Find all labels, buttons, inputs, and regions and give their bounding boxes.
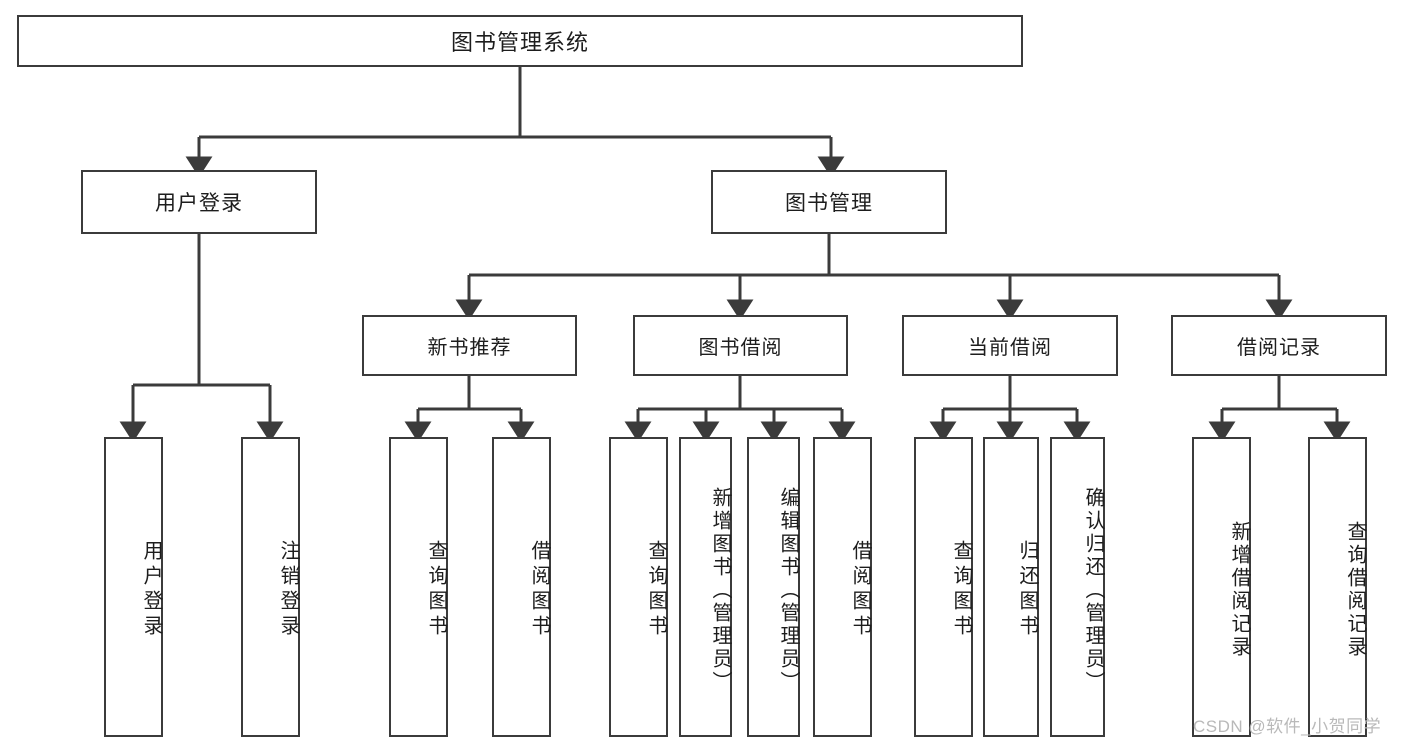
leaf-borrow-book-borrow[interactable]: 借阅图书 (813, 437, 872, 737)
leaf-return-book[interactable]: 归还图书 (983, 437, 1039, 737)
leaf-edit-book-admin[interactable]: 编辑图书（管理员） (747, 437, 800, 737)
node-new-book-rec[interactable]: 新书推荐 (362, 315, 577, 376)
node-book-borrow[interactable]: 图书借阅 (633, 315, 848, 376)
leaf-add-book-admin[interactable]: 新增图书（管理员） (679, 437, 732, 737)
leaf-query-book-new-rec[interactable]: 查询图书 (389, 437, 448, 737)
leaf-query-book-current[interactable]: 查询图书 (914, 437, 973, 737)
leaf-borrow-book-new-rec[interactable]: 借阅图书 (492, 437, 551, 737)
leaf-logout-login[interactable]: 注销登录 (241, 437, 300, 737)
leaf-confirm-return-admin[interactable]: 确认归还（管理员） (1050, 437, 1105, 737)
watermark-text: CSDN @软件_小贺同学 (1193, 717, 1382, 736)
leaf-user-login[interactable]: 用户登录 (104, 437, 163, 737)
node-user-login[interactable]: 用户登录 (81, 170, 317, 234)
leaf-query-book-borrow[interactable]: 查询图书 (609, 437, 668, 737)
leaf-query-borrow-record[interactable]: 查询借阅记录 (1308, 437, 1367, 737)
leaf-add-borrow-record[interactable]: 新增借阅记录 (1192, 437, 1251, 737)
node-borrow-record[interactable]: 借阅记录 (1171, 315, 1387, 376)
node-book-manage[interactable]: 图书管理 (711, 170, 947, 234)
node-current-borrow[interactable]: 当前借阅 (902, 315, 1118, 376)
node-root[interactable]: 图书管理系统 (17, 15, 1023, 67)
